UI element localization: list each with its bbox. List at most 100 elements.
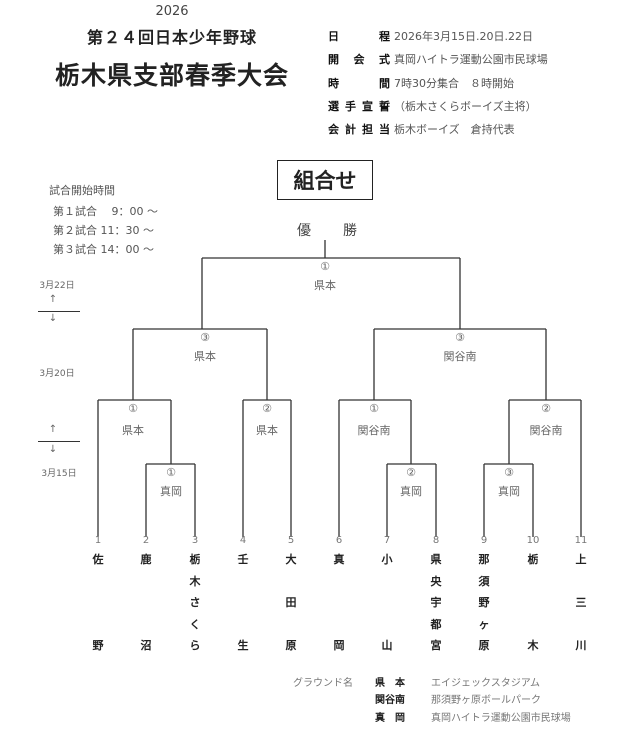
info-label-char: 会 — [353, 53, 365, 66]
team-name-char: ら — [189, 639, 201, 652]
info-label: 時間 — [328, 75, 390, 91]
team-name-char: 山 — [381, 639, 393, 652]
team-name-char: 生 — [237, 639, 249, 652]
info-label-char: 開 — [328, 53, 339, 66]
team-name-char: 田 — [285, 596, 297, 609]
team-number: 10 — [526, 535, 540, 546]
team-name-char: 大 — [285, 553, 297, 566]
date-first-round: 3月15日 — [41, 469, 77, 479]
info-label: 日程 — [328, 28, 390, 44]
info-label-char: 誓 — [379, 100, 390, 113]
match-venue-r1c: 真岡 — [498, 485, 520, 498]
match-venue-r1a: 真岡 — [160, 485, 182, 498]
start-times-heading: 試合開始時間 — [49, 184, 115, 197]
team-name-char: 栃 — [189, 553, 201, 566]
team-number: 5 — [287, 535, 295, 546]
ground-short: 真 岡 — [375, 713, 405, 724]
title-line1: 第２４回日本少年野球 — [86, 28, 258, 47]
match-venue-semi_left: 県本 — [194, 350, 216, 363]
champion-char: 優 — [297, 223, 311, 239]
start-time-game3: 第３試合 14：00 ～ — [53, 243, 154, 256]
team-number: 2 — [142, 535, 150, 546]
team-name-char: 野 — [478, 596, 490, 609]
team-name-char: 県 — [430, 553, 442, 566]
match-venue-final: 県本 — [314, 279, 336, 292]
match-venue-qf3: 関谷南 — [357, 424, 391, 437]
match-number-semi_left: ③ — [200, 331, 210, 344]
team-name-char: 真 — [333, 553, 345, 566]
team-name-char: 宇 — [430, 596, 442, 609]
grounds-heading: グラウンド名 — [293, 678, 353, 689]
team-name-char: 原 — [478, 639, 490, 652]
team-name-char: 宮 — [430, 639, 442, 652]
info-label: 開会式 — [328, 51, 390, 67]
info-label: 会計担当 — [328, 121, 390, 137]
team-number: 4 — [239, 535, 247, 546]
date-final: 3月22日 — [39, 281, 75, 291]
team-name-char: 上 — [575, 553, 587, 566]
match-venue-qf2: 県本 — [256, 424, 278, 437]
match-number-r1c: ③ — [504, 466, 514, 479]
team-name-char: 央 — [430, 575, 442, 588]
info-row: 選手宣誓 （栃木さくらボーイズ主将） — [328, 98, 537, 114]
team-name-char: 岡 — [333, 639, 345, 652]
team-name-char: 栃 — [527, 553, 539, 566]
info-label-char: 程 — [379, 30, 390, 43]
team-name-char: 沼 — [140, 639, 152, 652]
info-row: 開 会 式真岡ハイトラ運動公園市民球場 — [328, 51, 548, 67]
info-label-char: 担 — [362, 123, 373, 136]
ground-short: 関谷南 — [375, 695, 405, 706]
info-label-char: 計 — [345, 123, 356, 136]
ground-name: エイジェックスタジアム — [431, 678, 540, 689]
info-label-char: 時 — [328, 77, 339, 90]
match-venue-qf4: 関谷南 — [529, 424, 563, 437]
match-number-semi_right: ③ — [455, 331, 465, 344]
info-value: 真岡ハイトラ運動公園市民球場 — [394, 53, 548, 66]
info-row: 時間 7時30分集合 ８時開始 — [328, 75, 514, 91]
team-number: 11 — [574, 535, 588, 546]
match-number-qf1: ① — [128, 402, 138, 415]
team-number: 1 — [94, 535, 102, 546]
info-row: 会計担当栃木ボーイズ 倉持代表 — [328, 121, 515, 137]
info-label-char: 当 — [379, 123, 390, 136]
title-line2: 栃木県支部春季大会 — [54, 61, 290, 90]
match-number-qf4: ② — [541, 402, 551, 415]
date-divider — [38, 441, 80, 442]
team-name-char: 木 — [527, 639, 539, 652]
start-time-game2: 第２試合 11：30 ～ — [53, 224, 154, 237]
match-venue-qf1: 県本 — [122, 424, 144, 437]
team-name-char: 佐 — [92, 553, 104, 566]
team-name-char: 小 — [381, 553, 393, 566]
team-name-char: 壬 — [237, 553, 249, 566]
team-name-char: 野 — [92, 639, 104, 652]
team-number: 6 — [335, 535, 343, 546]
match-venue-semi_right: 関谷南 — [443, 350, 477, 363]
team-name-char: 川 — [575, 639, 587, 652]
down-arrow-icon: ↓ — [48, 444, 58, 455]
start-time-game1: 第１試合 9：00 ～ — [53, 205, 158, 218]
team-name-char: ヶ — [478, 618, 490, 631]
info-label-char: 選 — [328, 100, 339, 113]
info-label-char: 日 — [328, 30, 339, 43]
ground-short: 県 本 — [375, 678, 405, 689]
team-name-char: 木 — [189, 575, 201, 588]
info-value: 栃木ボーイズ 倉持代表 — [394, 123, 515, 136]
up-arrow-icon: ↑ — [48, 294, 58, 305]
match-number-r1a: ① — [166, 466, 176, 479]
match-number-final: ① — [320, 260, 330, 273]
team-name-char: 須 — [478, 575, 490, 588]
date-divider — [38, 311, 80, 312]
info-value: （栃木さくらボーイズ主将） — [394, 100, 537, 113]
info-label: 選手宣誓 — [328, 98, 390, 114]
info-value: 7時30分集合 ８時開始 — [394, 77, 514, 90]
team-number: 7 — [383, 535, 391, 546]
date-semi: 3月20日 — [39, 369, 75, 379]
champion-char: 勝 — [343, 223, 357, 239]
info-label-char: 宣 — [362, 100, 373, 113]
info-label-char: 式 — [379, 53, 390, 66]
team-name-char: く — [189, 618, 201, 631]
team-name-char: さ — [189, 596, 201, 609]
team-name-char: 原 — [285, 639, 297, 652]
